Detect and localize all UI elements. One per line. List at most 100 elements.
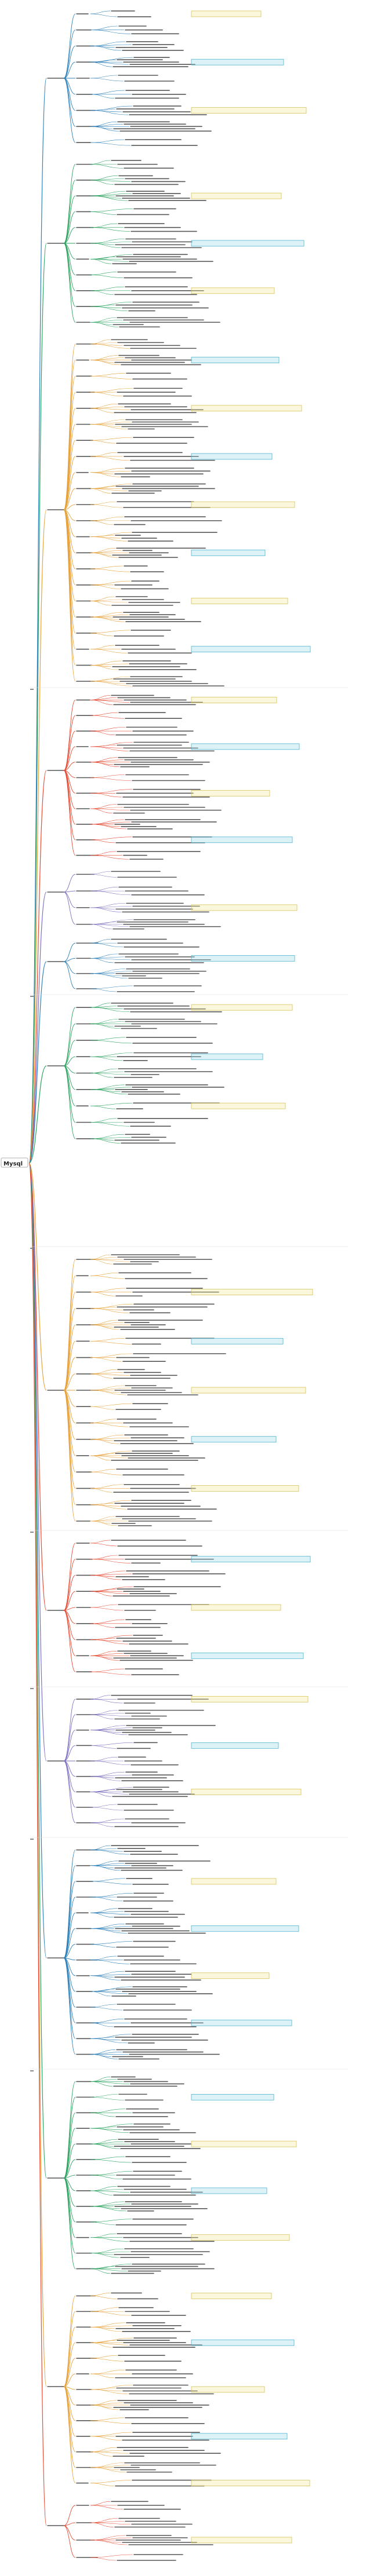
code-sample-box (191, 1878, 277, 1885)
leaf-connector (90, 601, 111, 606)
branch-connector (63, 890, 76, 893)
code-sample-box (191, 836, 293, 843)
code-sample-box (191, 1742, 279, 1749)
section-header-tag (30, 2070, 34, 2071)
section-connector (28, 1163, 47, 1391)
leaf-connector (90, 1340, 132, 1344)
leaf-connector (90, 1760, 130, 1765)
leaf-connector (90, 339, 111, 345)
leaf-connector (90, 1138, 121, 1143)
code-sample-box (191, 1436, 277, 1443)
leaf-connector (90, 1908, 118, 1913)
branch-connector (63, 2096, 76, 2179)
leaf-connector (90, 2186, 117, 2191)
leaf-connector (90, 110, 129, 115)
leaf-connector (90, 486, 115, 489)
branch-connector (63, 2386, 76, 2421)
leaf-connector (90, 727, 126, 732)
leaf-connector (90, 2385, 133, 2390)
leaf-connector (90, 645, 115, 649)
leaf-connector (90, 1102, 133, 1106)
leaf-connector (90, 939, 111, 944)
leaf-connector (90, 2311, 131, 2316)
leaf-connector (90, 2557, 117, 2561)
leaf-connector (90, 2034, 132, 2039)
leaf-connector (90, 1040, 132, 1044)
branch-connector (63, 78, 76, 127)
leaf-connector (90, 142, 131, 146)
leaf-connector (90, 1591, 129, 1594)
leaf-connector (90, 1503, 114, 1505)
code-sample-box (191, 2234, 290, 2241)
leaf-connector (90, 290, 114, 295)
leaf-connector (90, 535, 115, 537)
branch-connector (63, 2175, 76, 2179)
leaf-connector (90, 13, 117, 17)
leaf-connector (90, 2037, 115, 2039)
branch-connector (63, 2177, 76, 2207)
root-node-label: Mysql (3, 1161, 23, 1167)
leaf-connector (90, 1369, 117, 1375)
leaf-connector (90, 275, 124, 278)
leaf-connector (90, 2128, 129, 2133)
leaf-connector (90, 2467, 126, 2472)
leaf-connector (90, 195, 128, 201)
leaf-connector (90, 2522, 131, 2524)
leaf-connector (90, 1745, 117, 1749)
code-sample-box (191, 192, 282, 199)
branch-connector (63, 504, 76, 510)
branch-connector (63, 1610, 76, 1672)
leaf-connector (90, 373, 126, 377)
leaf-connector (90, 440, 116, 444)
leaf-connector (90, 1848, 117, 1850)
code-sample-box (191, 598, 288, 604)
code-sample-box (191, 287, 275, 294)
branch-connector (63, 1957, 76, 1992)
leaf-connector (90, 1373, 130, 1376)
branch-connector (63, 2112, 76, 2179)
leaf-connector (90, 855, 129, 860)
branch-connector (63, 30, 76, 79)
code-sample-box (191, 1289, 313, 1295)
branch-connector (63, 2522, 76, 2526)
leaf-connector (90, 1071, 124, 1073)
leaf-connector (90, 2327, 122, 2332)
leaf-connector (90, 851, 117, 856)
leaf-connector (90, 2175, 122, 2179)
leaf-connector (90, 272, 117, 275)
branch-connector (63, 1760, 76, 1824)
leaf-connector (90, 1056, 123, 1061)
branch-connector (63, 746, 76, 771)
leaf-connector (90, 2480, 132, 2483)
leaf-connector (90, 2159, 132, 2163)
leaf-connector (90, 1559, 131, 1563)
leaf-connector (90, 956, 125, 959)
leaf-connector (90, 1521, 118, 1526)
leaf-connector (90, 180, 131, 182)
code-sample-box (191, 107, 307, 114)
leaf-connector (90, 242, 132, 244)
leaf-connector (90, 472, 121, 477)
leaf-connector (90, 392, 123, 397)
leaf-connector (90, 874, 117, 878)
section-connector (28, 961, 47, 1164)
leaf-connector (90, 2007, 123, 2011)
leaf-connector (90, 616, 125, 622)
branch-connector (63, 243, 76, 275)
leaf-connector (90, 2521, 125, 2523)
leaf-connector (90, 580, 131, 586)
leaf-connector (90, 730, 115, 736)
branch-connector (63, 164, 76, 244)
branch-connector (63, 770, 76, 856)
leaf-connector (90, 342, 117, 345)
code-sample-box (191, 1004, 293, 1011)
leaf-connector (90, 1543, 117, 1547)
leaf-connector (90, 807, 124, 809)
leaf-connector (90, 532, 132, 537)
leaf-connector (90, 1656, 119, 1661)
leaf-connector (90, 1024, 121, 1029)
leaf-connector (90, 1068, 118, 1073)
leaf-connector (90, 2038, 128, 2044)
leaf-connector (90, 953, 118, 959)
code-sample-box (191, 1604, 281, 1611)
